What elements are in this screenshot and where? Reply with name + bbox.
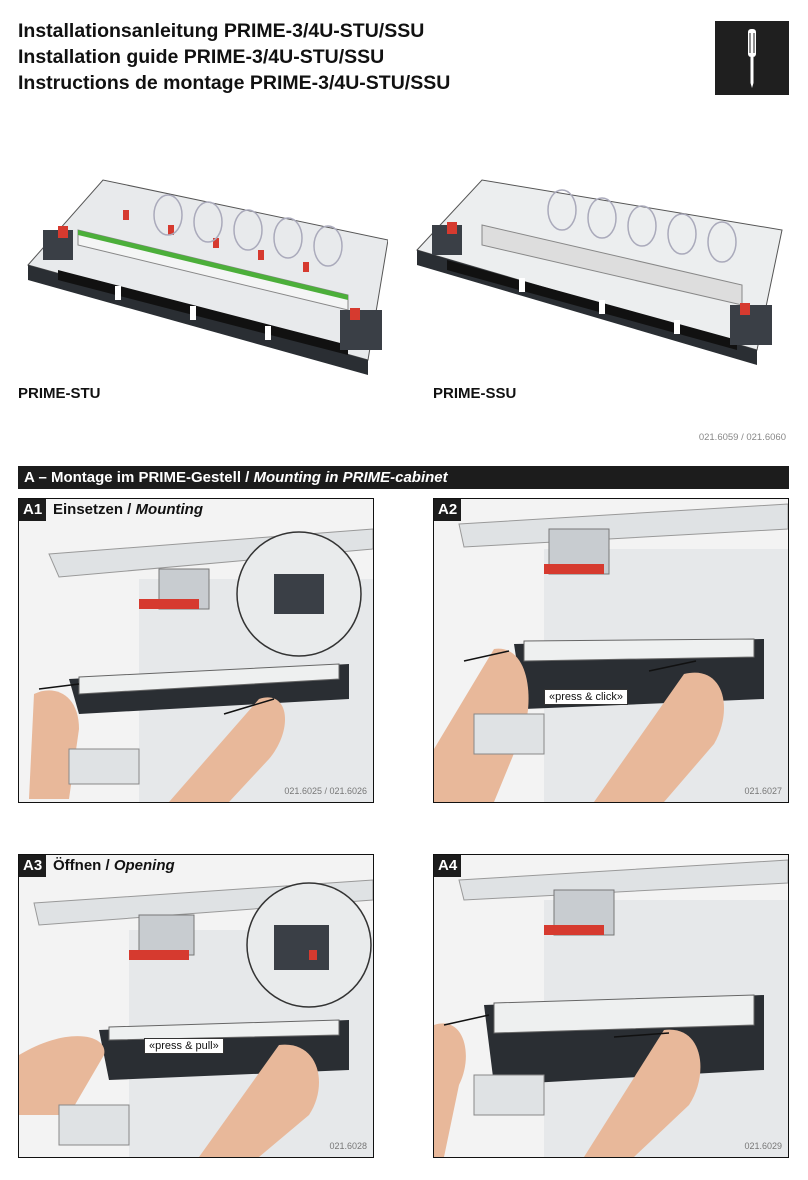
press-pull-callout: «press & pull» [144,1038,224,1054]
title-english: Installation guide PRIME-3/4U-STU/SSU [18,46,385,68]
step-a4-panel: A4 021.6029 [433,854,789,1158]
prime-ssu-image [412,170,792,380]
step-a1-panel: A1 Einsetzen / Mounting 021.6025 / 021.6… [18,498,374,803]
section-a-header: A – Montage im PRIME-Gestell / Mounting … [18,466,789,489]
product-label-ssu: PRIME-SSU [433,385,517,402]
product-label-stu: PRIME-STU [18,385,101,402]
title-french: Instructions de montage PRIME-3/4U-STU/S… [18,72,451,94]
step-code: 021.6027 [744,786,782,796]
step-code: 021.6025 / 021.6026 [284,786,367,796]
product-code: 021.6059 / 021.6060 [698,432,786,443]
prime-stu-image [18,170,388,380]
step-code: 021.6029 [744,1141,782,1151]
step-tag: A4 [434,855,462,877]
step-a2-panel: A2 «press & click» 021.6027 [433,498,789,803]
step-code: 021.6028 [329,1141,367,1151]
section-a-title-de: A – Montage im PRIME-Gestell / [24,469,254,486]
step-title: Einsetzen / Mounting [53,501,204,518]
press-click-callout: «press & click» [544,689,628,705]
step-a3-panel: A3 Öffnen / Opening «press & pull» 021.6… [18,854,374,1158]
title-german: Installationsanleitung PRIME-3/4U-STU/SS… [18,20,425,42]
section-a-title-en: Mounting in PRIME-cabinet [253,469,448,486]
step-tag: A3 [19,855,47,877]
step-title: Öffnen / Opening [53,857,175,874]
step-tag: A2 [434,499,462,521]
screwdriver-icon [715,21,789,95]
step-tag: A1 [19,499,47,521]
